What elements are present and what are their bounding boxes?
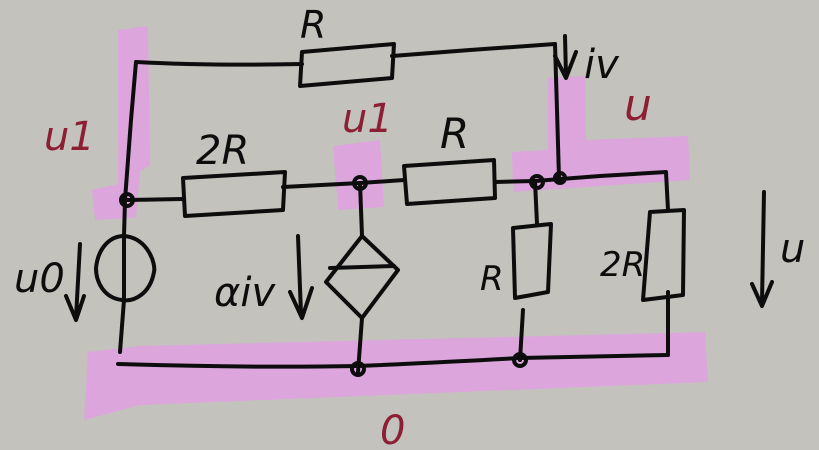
label-u0: u0 [14, 256, 65, 302]
nodes [119, 171, 567, 377]
node-right-a [529, 174, 545, 190]
label-u: u [780, 226, 805, 272]
node-bottom-right [512, 352, 528, 368]
label-alpha-iv: αiv [214, 270, 276, 316]
resistor-2r-far-right [641, 208, 686, 302]
dependent-source-diamond [324, 234, 400, 320]
node-ground-highlight [84, 332, 708, 420]
resistor-middle [402, 158, 497, 206]
node-u1-left-highlight [92, 26, 150, 220]
dependent-source-arrow [328, 264, 396, 270]
arrow-alpha-iv [288, 234, 314, 320]
arrow-u0 [64, 242, 86, 322]
node-left [119, 192, 135, 208]
label-left-resistor: 2R [196, 128, 249, 174]
wire-source-bottom [118, 298, 126, 354]
resistor-top [298, 42, 396, 88]
wire-left-vertical [123, 60, 138, 202]
arrows [64, 34, 774, 322]
node-label-u1-left: u1 [44, 114, 95, 160]
label-iv: iv [584, 42, 620, 88]
wire-right-vertical [553, 42, 561, 180]
label-top-resistor: R [300, 3, 326, 47]
arrow-iv [553, 34, 578, 80]
wire-u1-down [358, 181, 364, 238]
component-labels: R 2R R R 2R u0 αiv iv u [14, 3, 805, 316]
node-label-u1-middle: u1 [342, 96, 393, 142]
wire-r-bottom [518, 308, 525, 362]
node-u1 [352, 175, 368, 191]
wire-right-top [533, 170, 670, 212]
resistors [181, 42, 686, 302]
node-label-ground: 0 [380, 408, 405, 450]
node-voltage-labels: u1 u1 u 0 [44, 80, 652, 450]
resistor-2r-left [181, 170, 287, 218]
wire-r-to-node [493, 179, 537, 184]
dependent-current-source [324, 234, 400, 320]
node-u1-middle-highlight [333, 140, 384, 210]
arrow-u [750, 190, 774, 308]
wire-top-right [390, 42, 557, 58]
label-middle-resistor: R [440, 109, 469, 158]
resistor-right-vertical [511, 222, 553, 300]
label-right-resistor: R [480, 259, 504, 299]
wire-node-to-2r [126, 197, 185, 202]
node-label-u: u [624, 80, 652, 131]
wire-top-left [134, 60, 304, 67]
label-far-right-resistor: 2R [600, 245, 645, 285]
node-bottom-middle [350, 361, 366, 377]
wires [116, 42, 670, 374]
voltage-source-u0 [94, 234, 157, 303]
wire-bottom [116, 353, 670, 369]
wire-2r-to-u1 [281, 181, 362, 189]
node-right-b [553, 171, 567, 185]
